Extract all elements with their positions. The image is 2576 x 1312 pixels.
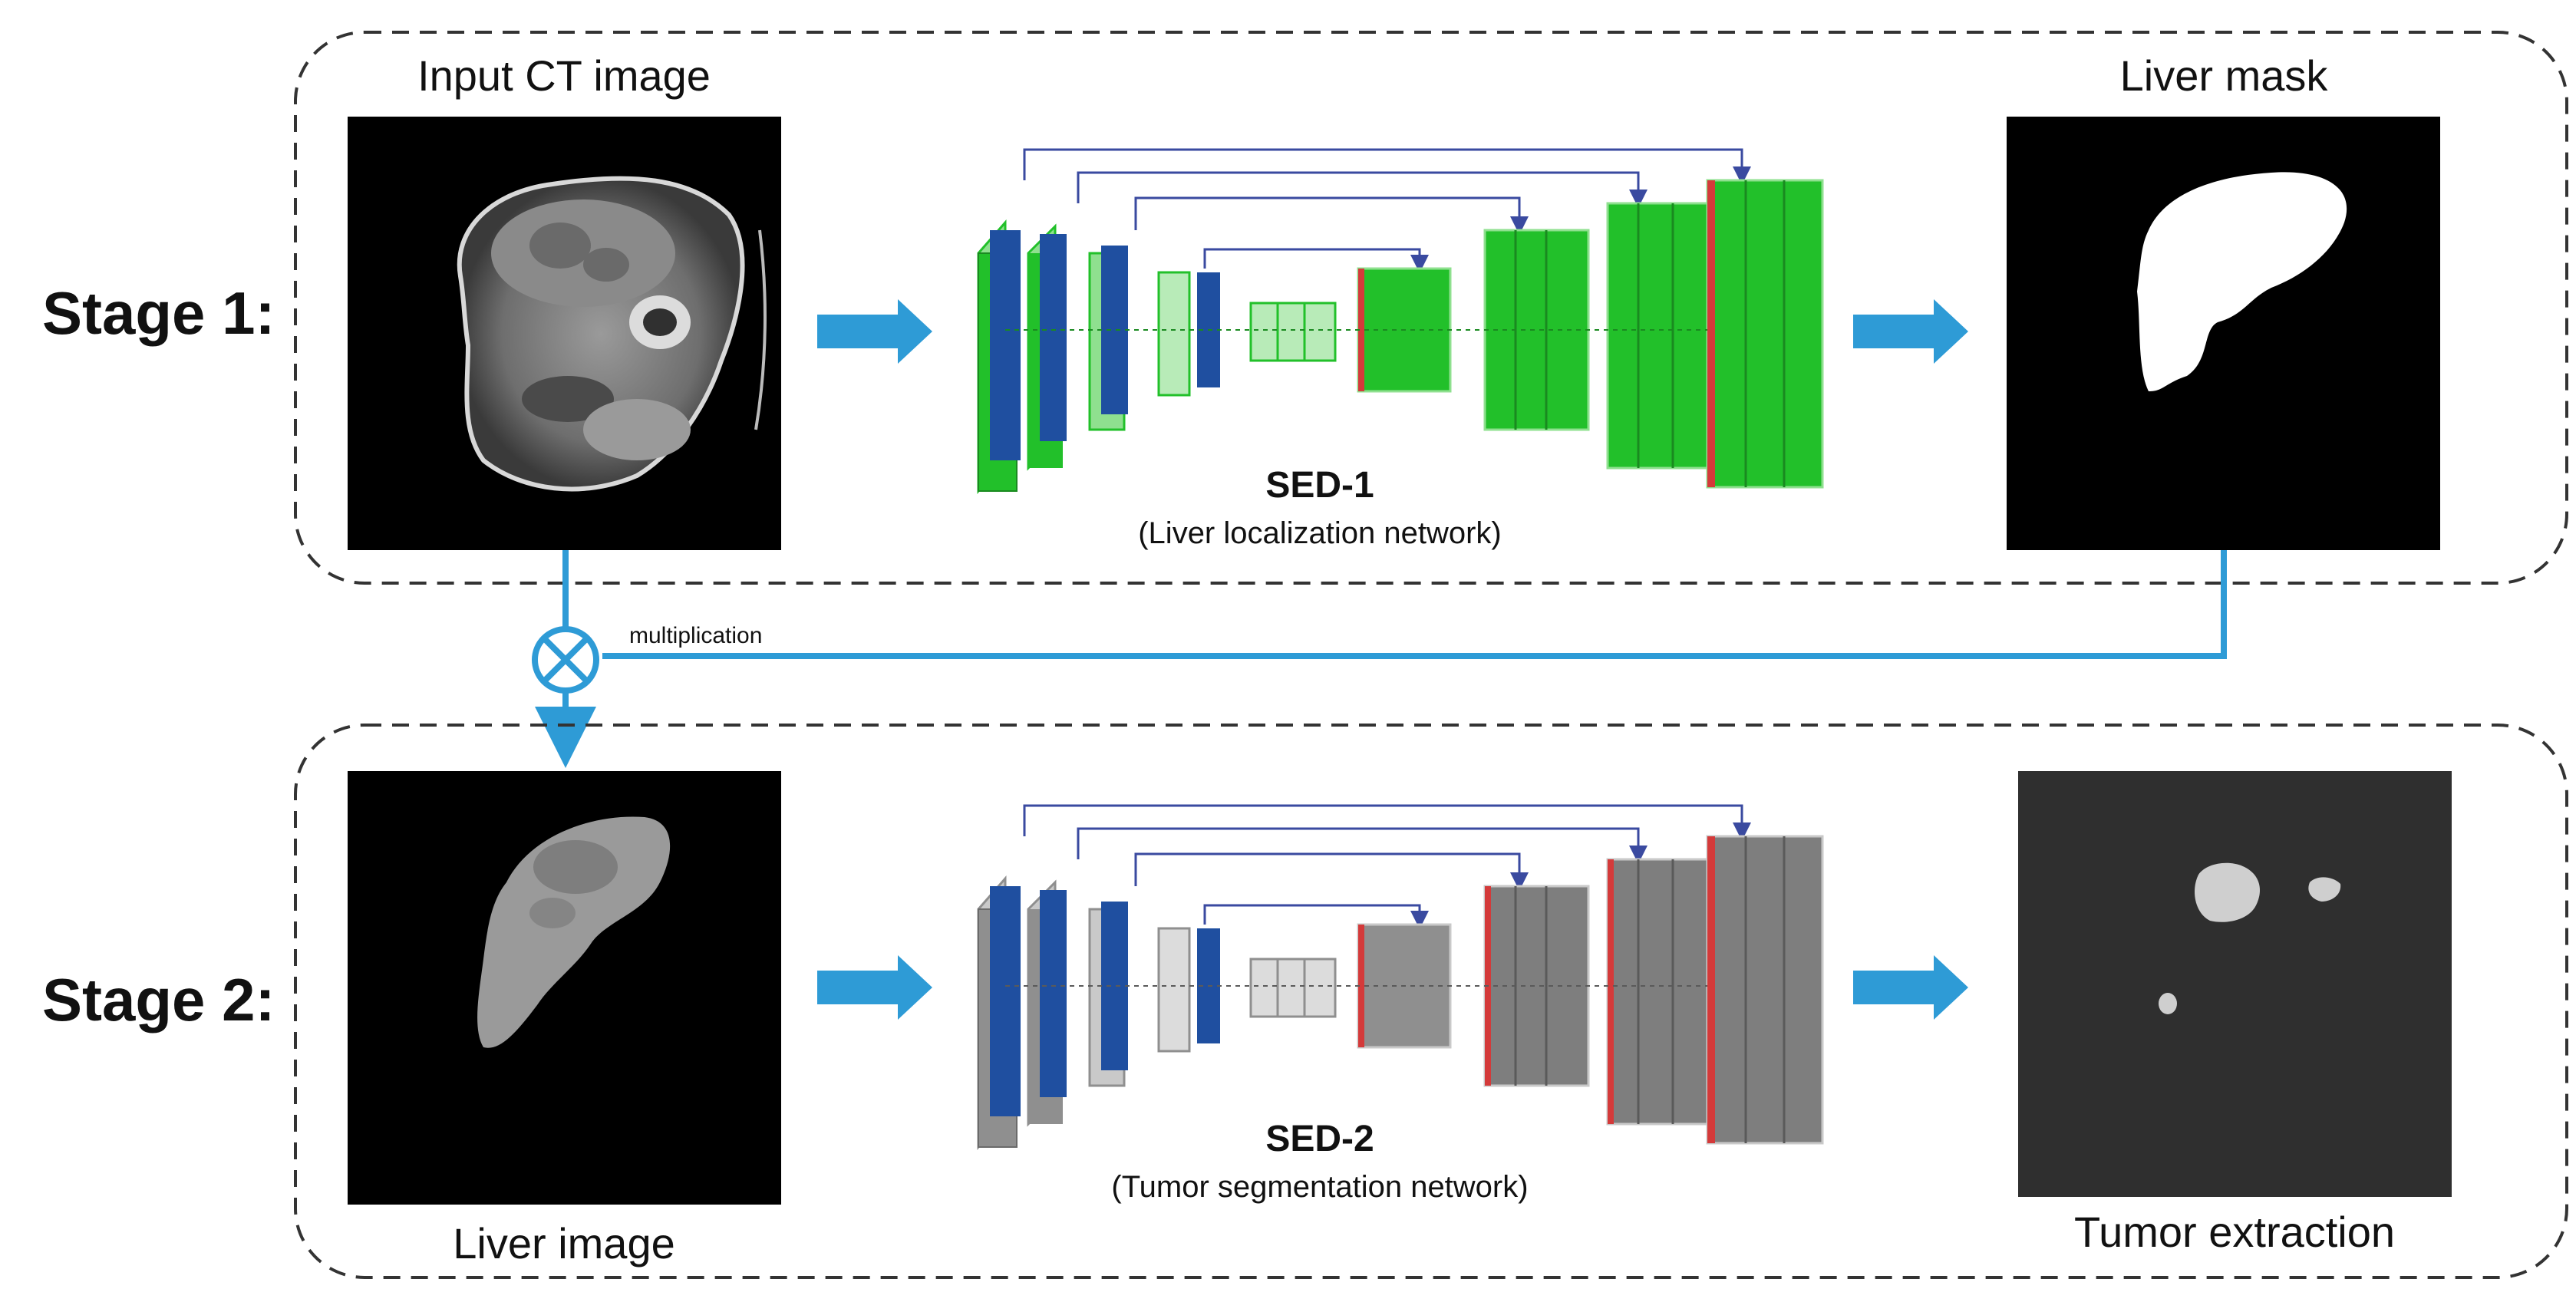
stage-1-frame [294,31,2568,585]
sed-1-network [977,148,1824,494]
input-ct-image [348,117,781,550]
multiplication-connector: multiplication [532,550,2227,768]
sed-2-encoder [977,875,1337,1150]
multiplication-label: multiplication [629,623,762,648]
sed-2-subtitle: (Tumor segmentation network) [1111,1170,1528,1204]
stage-1-label: Stage 1: [42,279,275,347]
sed-2-skip-connections [1023,804,1751,929]
sed-2-title: SED-2 [1265,1119,1374,1159]
sed-1-decoder [1357,179,1824,489]
stage-2-frame [294,724,2568,1279]
multiplication-icon [532,626,599,694]
liver-image-caption: Liver image [453,1219,675,1267]
sed-2-network [977,804,1824,1150]
stage-2: Stage 2: Liver image Tumor extraction [42,724,2568,1279]
liver-image [348,771,781,1205]
stage-2-input-arrow [817,955,932,1020]
stage-1: Stage 1: Input CT image Liver mask [42,31,2568,585]
stage-1-output-arrow [1853,299,1968,364]
stage-1-input-arrow [817,299,932,364]
sed-1-title: SED-1 [1265,465,1374,506]
tumor-extraction-image [2018,771,2452,1197]
sed-1-skip-connections [1023,148,1751,273]
sed-1-subtitle: (Liver localization network) [1138,516,1502,550]
sed-1-encoder [977,219,1337,494]
sed-2-decoder [1357,835,1824,1145]
stage-2-label: Stage 2: [42,966,275,1033]
stage-2-output-arrow [1853,955,1968,1020]
liver-mask-caption: Liver mask [2120,51,2329,100]
liver-mask-image [2007,117,2440,550]
tumor-extraction-caption: Tumor extraction [2074,1208,2395,1256]
input-ct-caption: Input CT image [417,51,711,100]
